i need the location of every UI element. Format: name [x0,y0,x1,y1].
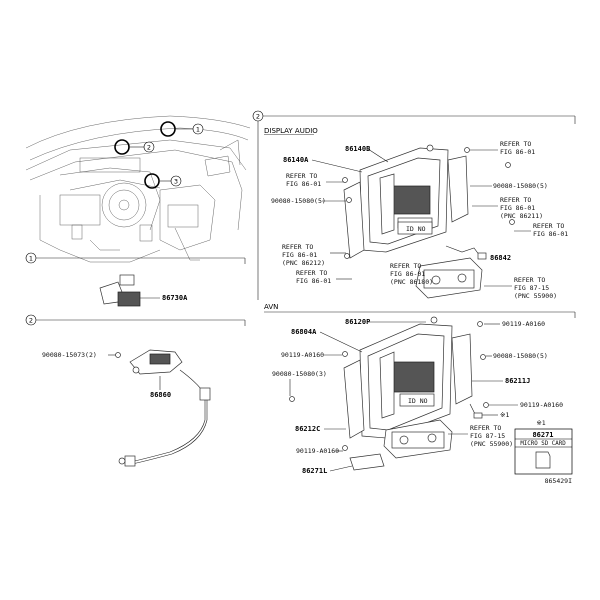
part-86842: 86842 [490,254,511,262]
screw-icon [115,352,121,358]
avn-screen-icon [393,361,435,393]
screw-icon [430,316,438,324]
refer-to-9-fig: FIG 87-15 [470,432,505,440]
diagram-code: 865429I [545,477,572,485]
refer-to-9-pnc: (PNC 55900) [470,440,513,448]
section-1-marker: 1 [29,255,33,263]
section-title-avn: AVN [264,303,278,311]
note-star-2: ※1 [536,419,545,427]
avn-id-no-label: ID NO [408,397,428,405]
screw-90080-15080-5: 90080-15080(5) [493,352,548,360]
screw-90119-b: 90119-A0160 [281,351,324,359]
refer-to-7: REFER TO [390,262,421,270]
section-avn: AVN ID NO 86120P 86804A [264,303,576,475]
part-86212C: 86212C [295,425,320,433]
part-86271: 86271 [532,431,553,439]
right-bracket-icon [447,155,469,223]
refer-to-4: REFER TO [533,222,564,230]
section-1: 1 86730A [25,252,246,307]
section-display-audio: 2 DISPLAY AUDIO ID NO 86140B [252,110,576,300]
part-86211J: 86211J [505,377,530,385]
note-star-1: ※1 [500,411,509,419]
screen-icon [391,185,431,215]
refer-to-5-fig: FIG 86-01 [282,251,317,259]
screw-90119-a: 90119-A0160 [502,320,545,328]
cable-end-icon [124,455,136,467]
connector-icon [119,274,135,286]
micro-sd-card-label: MICRO SD CARD [520,441,566,447]
sd-card-icon [535,451,551,469]
refer-to-1-fig: FIG 86-01 [286,180,321,188]
screw-90080-15080-5b: 90080-15080(5) [493,182,548,190]
screw-90119-d: 90119-A0160 [296,447,339,455]
harness-connector-icon [477,252,487,260]
refer-to-8-pnc: (PNC 55900) [514,292,557,300]
section-title-display-audio: DISPLAY AUDIO [264,127,318,135]
refer-to-2: REFER TO [500,140,531,148]
refer-to-9: REFER TO [470,424,501,432]
antenna-module-icon [117,291,141,307]
avn-right-bracket-icon [451,333,473,405]
left-bracket-icon [343,181,365,259]
connector-icon [199,387,211,401]
refer-to-6: REFER TO [296,269,327,277]
refer-to-3-pnc: (PNC 86211) [500,212,543,220]
section-2-left: 2 90080-15073(2) 86860 [25,314,246,467]
screw-icon [426,144,434,152]
dashboard-overview: 1 2 3 [25,115,251,263]
avn-id-plate [399,393,435,407]
refer-to-5-pnc: (PNC 86212) [282,259,325,267]
refer-to-7-pnc: (PNC 86180) [390,278,433,286]
section-2-marker: 2 [29,317,33,325]
id-plate [397,221,433,235]
screw-90080-15073: 90080-15073(2) [42,351,97,359]
refer-to-2-fig: FIG 86-01 [500,148,535,156]
screw-90080-15080-3: 90080-15080(3) [272,370,327,378]
refer-to-6-fig: FIG 86-01 [296,277,331,285]
part-86271L: 86271L [302,467,327,475]
refer-to-1: REFER TO [286,172,317,180]
callout-ring-3 [144,173,160,189]
callout-1: 1 [196,126,200,134]
refer-to-8-fig: FIG 87-15 [514,284,549,292]
section-2-marker: 2 [256,113,260,121]
part-86140A: 86140A [283,156,309,164]
part-86860: 86860 [150,391,171,399]
refer-to-8: REFER TO [514,276,545,284]
id-no-label: ID NO [406,225,426,233]
refer-to-5: REFER TO [282,243,313,251]
avn-left-bracket-icon [343,359,365,439]
refer-to-3: REFER TO [500,196,531,204]
callout-ring-2 [114,139,130,155]
part-86730A: 86730A [162,294,188,302]
part-86804A: 86804A [291,328,317,336]
callout-2: 2 [147,144,151,152]
refer-to-4-fig: FIG 86-01 [533,230,568,238]
refer-to-3-fig: FIG 86-01 [500,204,535,212]
refer-to-7-fig: FIG 86-01 [390,270,425,278]
screw-90080-15080-5a: 90080-15080(5) [271,197,326,205]
part-86140B: 86140B [345,145,370,153]
callout-3: 3 [174,178,178,186]
part-86120P: 86120P [345,318,370,326]
screw-90119-c: 90119-A0160 [520,401,563,409]
sd-bracket-icon [349,453,385,471]
